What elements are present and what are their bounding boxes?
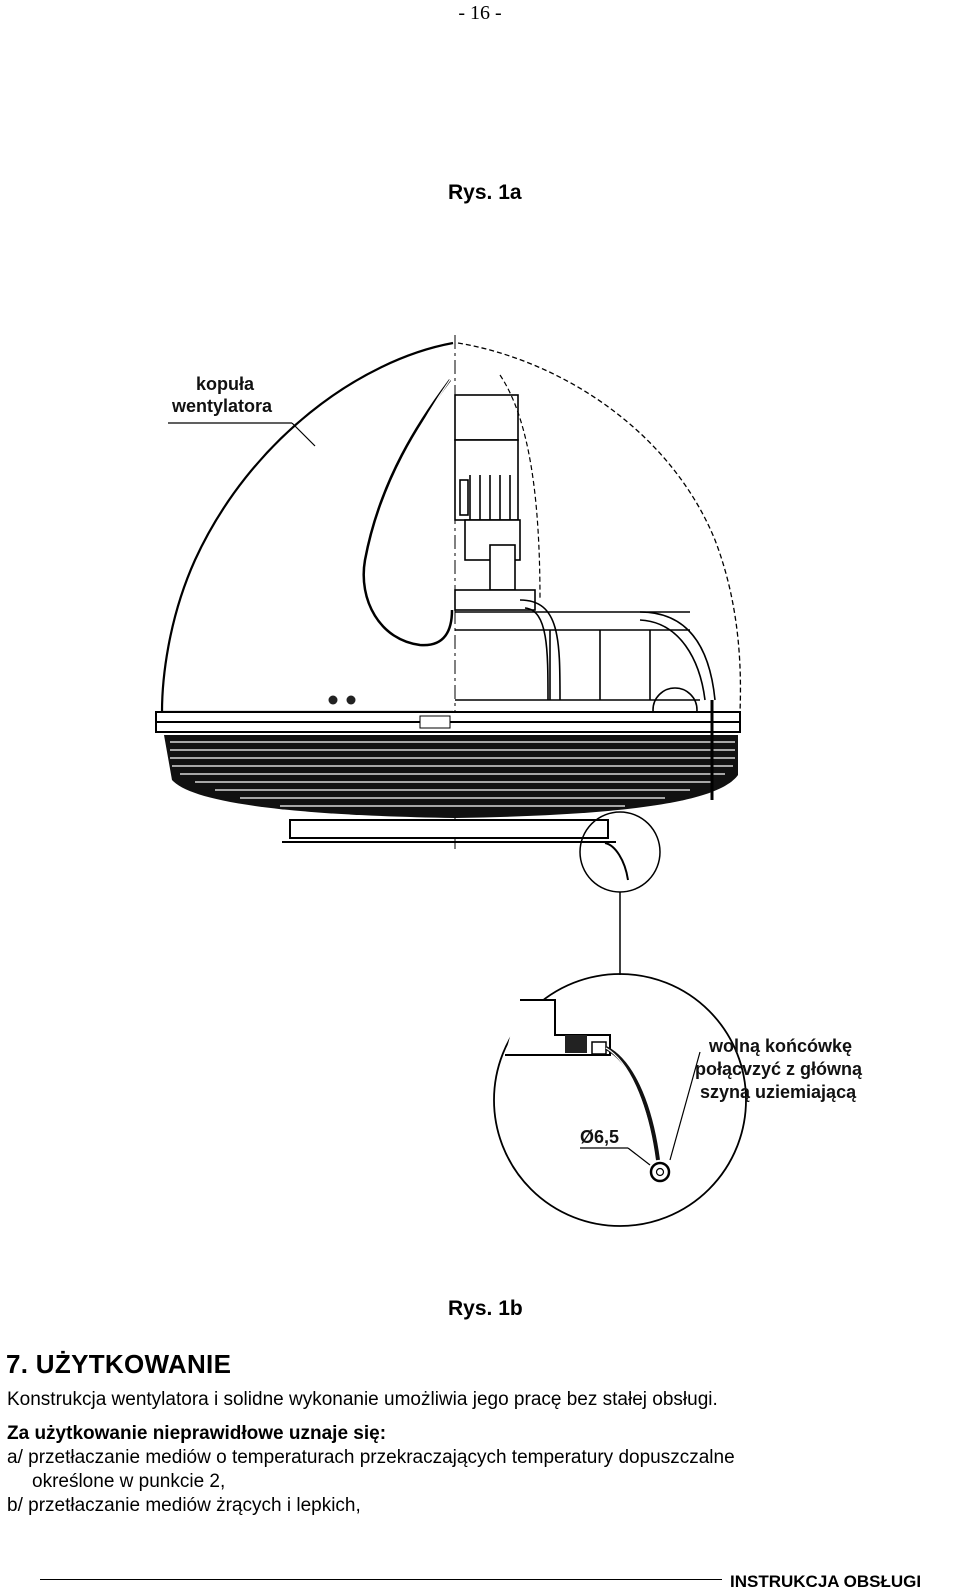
ground-label-line1: wolną końcówkę <box>708 1036 852 1056</box>
internal-frame <box>455 599 716 733</box>
section-heading: 7. UŻYTKOWANIE <box>6 1349 232 1379</box>
dome-label-line2: wentylatora <box>171 396 273 416</box>
fan-dome-right-section <box>457 342 742 713</box>
paragraph-bold-line: Za użytkowanie nieprawidłowe uznaje się: <box>7 1423 387 1444</box>
diameter-label: Ø6,5 <box>580 1127 619 1147</box>
detail-circle-small <box>579 811 661 893</box>
cable-loop <box>362 379 454 647</box>
figure-1a-caption: Rys. 1a <box>448 181 522 204</box>
base-ring <box>155 711 741 733</box>
footer-title: INSTRUKCJA OBSŁUGI <box>730 1572 922 1591</box>
fan-dome-left <box>160 341 454 714</box>
motor <box>454 394 536 611</box>
footer-rule <box>40 1579 722 1580</box>
paragraph-line: Konstrukcja wentylatora i solidne wykona… <box>7 1389 718 1410</box>
dome-label-line1: kopuła <box>196 374 255 394</box>
figure-1b-caption: Rys. 1b <box>448 1297 523 1320</box>
ground-label-line3: szyną uziemiającą <box>700 1082 857 1102</box>
mounting-screws <box>328 695 356 705</box>
list-item-a-continued: określone w punkcie 2, <box>32 1471 226 1492</box>
ground-label-line2: połącvzyć z główną <box>695 1059 863 1079</box>
fan-technical-drawing: kopuła wentylatora wolną końcówkę połącv… <box>155 335 863 1227</box>
page-number: - 16 - <box>458 2 502 24</box>
list-item-a: a/ przetłaczanie mediów o temperaturach … <box>7 1447 735 1468</box>
fan-grille <box>164 735 738 818</box>
list-item-b: b/ przetłaczanie mediów żrących i lepkic… <box>7 1495 361 1516</box>
detail-circle-large <box>493 973 747 1227</box>
bottom-flange <box>282 819 616 843</box>
